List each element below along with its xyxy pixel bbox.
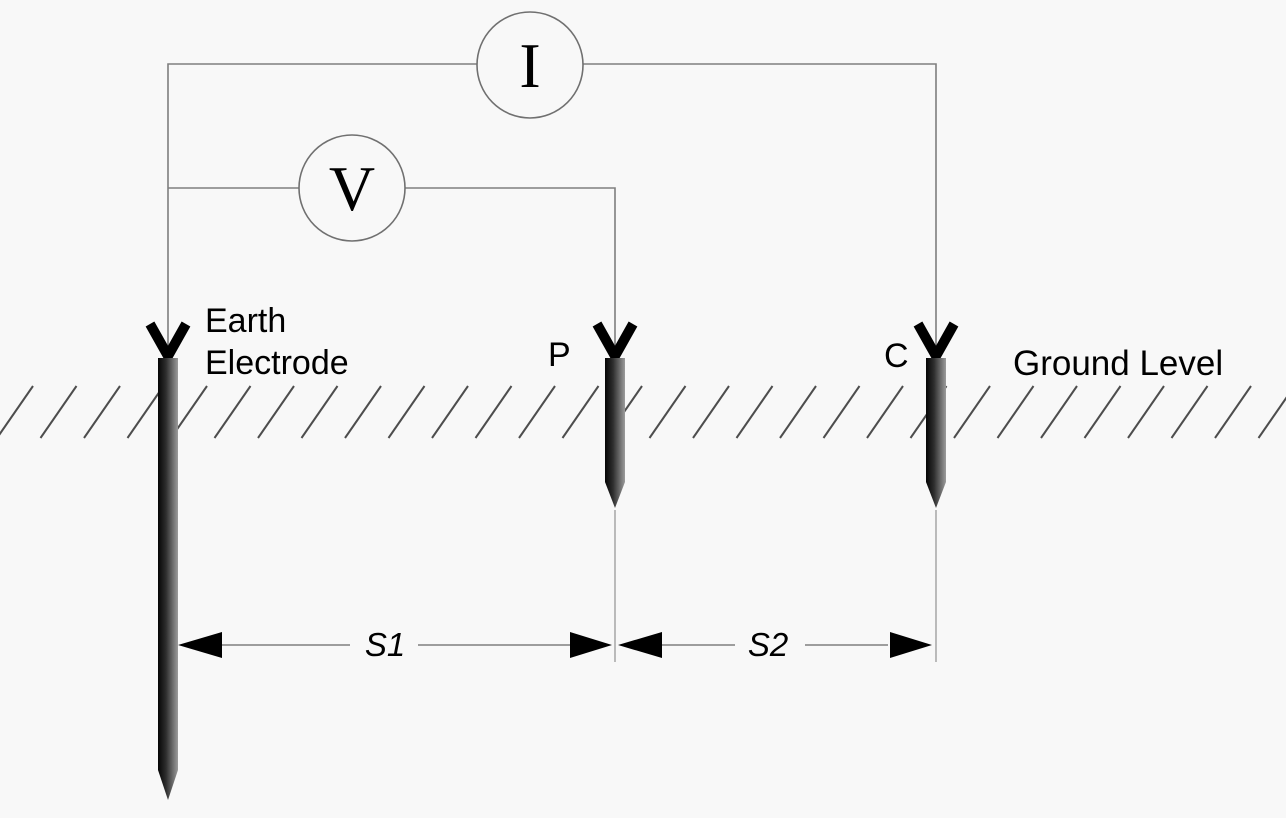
s1-distance-label: S1: [365, 626, 405, 663]
current-electrode-label: C: [884, 337, 909, 375]
potential-electrode-label: P: [548, 336, 571, 374]
p-connection-arrow-icon: [592, 321, 638, 367]
s2-arrow-left-icon: [618, 632, 662, 658]
voltmeter-circle: [298, 134, 406, 242]
potential-electrode-rod: [605, 358, 625, 508]
ammeter-circle: [476, 11, 584, 119]
ground-level-label: Ground Level: [1013, 344, 1223, 383]
ground-hatching: [0, 384, 1286, 440]
earth-electrode-rod: [158, 358, 178, 800]
s2-arrow-right-icon: [890, 632, 932, 658]
earth-electrode-label-line2: Electrode: [205, 344, 349, 382]
current-electrode-rod: [926, 358, 946, 508]
earth-connection-arrow-icon: [145, 321, 191, 367]
s1-arrow-left-icon: [178, 632, 222, 658]
earth-electrode-label-line1: Earth: [205, 302, 286, 340]
voltmeter-label: V: [329, 153, 375, 224]
ammeter-label: I: [519, 30, 540, 101]
s1-arrow-right-icon: [570, 632, 612, 658]
c-connection-arrow-icon: [913, 321, 959, 367]
s2-distance-label: S2: [748, 626, 788, 663]
